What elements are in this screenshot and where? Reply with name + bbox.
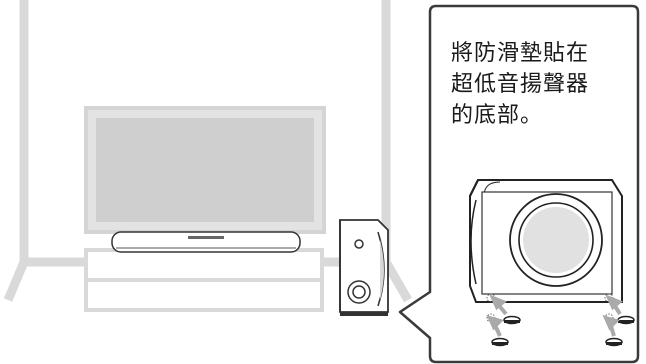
sound-bar bbox=[111, 231, 301, 253]
tv-stand bbox=[84, 248, 324, 312]
television bbox=[84, 106, 326, 246]
callout-line: 超低音揚聲器 bbox=[451, 72, 590, 97]
callout-line: 將防滑墊貼在 bbox=[451, 41, 590, 66]
subwoofer-small bbox=[339, 219, 389, 316]
callout-text: 將防滑墊貼在 超低音揚聲器 的底部。 bbox=[451, 38, 621, 131]
anti-slip-pads bbox=[491, 315, 635, 347]
arrows bbox=[486, 294, 623, 337]
callout-line: 的底部。 bbox=[451, 103, 544, 128]
subwoofer-detail bbox=[469, 179, 623, 323]
